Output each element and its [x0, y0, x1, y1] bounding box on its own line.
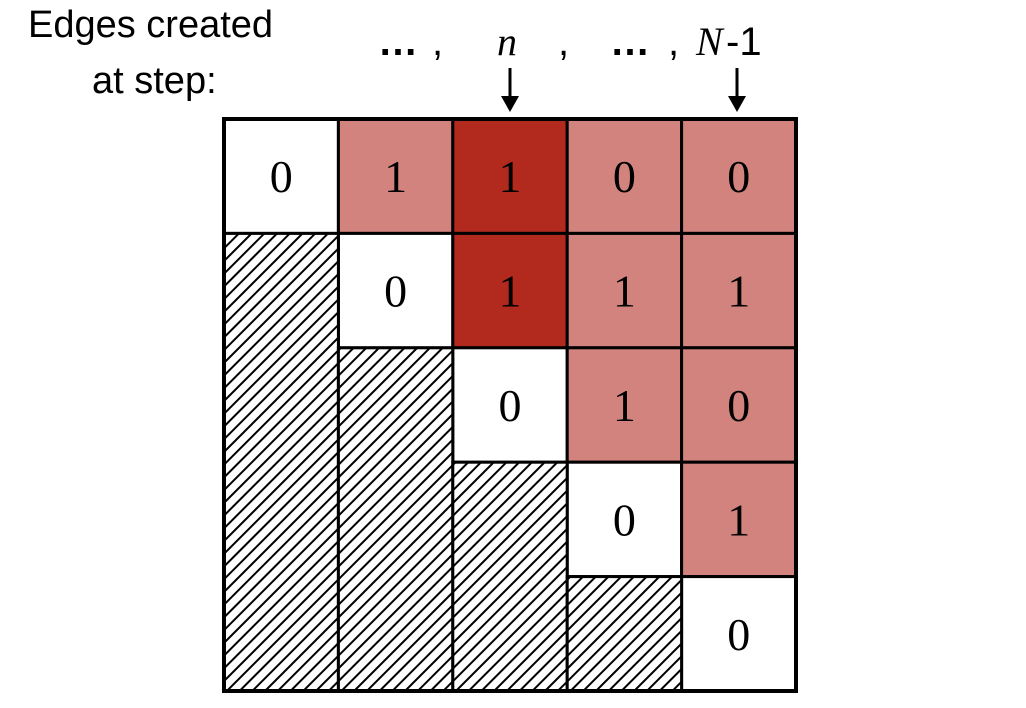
step-last-suffix: -1	[726, 20, 762, 64]
ellipsis-left: …	[378, 20, 418, 64]
matrix-cell-value: 0	[727, 380, 750, 431]
matrix-cell-value: 0	[384, 266, 407, 317]
arrow-to-step-n	[501, 68, 519, 112]
matrix-cell-r1-c4: 1	[680, 231, 798, 350]
matrix-cell-r1-c2: 1	[451, 231, 569, 350]
matrix-cell-r1-c1: 0	[336, 231, 455, 350]
matrix-cell-value: 0	[270, 151, 293, 202]
matrix-border	[222, 117, 798, 693]
matrix-cell-value: 1	[613, 266, 636, 317]
matrix-cell-r2-c4: 0	[680, 346, 798, 464]
step-last-var: N	[696, 19, 723, 64]
matrix-cell-r0-c3: 0	[565, 117, 684, 235]
matrix-cell-value: 1	[727, 494, 750, 545]
matrix-cell-value: 1	[499, 151, 522, 202]
matrix-cell-r2-c2: 0	[451, 346, 569, 464]
caption-line-2: at step:	[92, 60, 217, 102]
matrix-cell-r0-c1: 1	[336, 117, 455, 235]
step-n-label: n	[497, 19, 517, 64]
matrix-cell-value: 0	[727, 151, 750, 202]
matrix-cell-r0-c2: 1	[451, 117, 569, 235]
matrix-cell-value: 0	[613, 151, 636, 202]
hatched-region-col-1	[336, 346, 455, 693]
matrix-cell-r0-c4: 0	[680, 117, 798, 235]
hatched-region-col-0	[222, 231, 340, 693]
matrix-cell-value: 1	[499, 266, 522, 317]
matrix-cell-r1-c3: 1	[565, 231, 684, 350]
matrix-cell-r3-c3: 0	[565, 460, 684, 579]
matrix-cell-r2-c3: 1	[565, 346, 684, 464]
hatched-region-col-2	[451, 460, 569, 693]
matrix-cell-value: 1	[727, 266, 750, 317]
matrix-cell-value: 0	[613, 494, 636, 545]
hatched-region-col-3	[565, 575, 684, 693]
caption-line-1: Edges created	[28, 4, 274, 46]
matrix-cell-r0-c0: 0	[222, 117, 340, 235]
comma-1: ,	[432, 20, 444, 64]
ellipsis-right: …	[610, 20, 650, 64]
comma-2: ,	[558, 20, 570, 64]
matrix-cell-r4-c4: 0	[680, 575, 798, 693]
matrix-cell-value: 1	[613, 380, 636, 431]
matrix-cell-value: 0	[499, 380, 522, 431]
matrix-cell-r3-c4: 1	[680, 460, 798, 579]
matrix-cell-value: 1	[384, 151, 407, 202]
matrix-cell-value: 0	[727, 609, 750, 660]
comma-3: ,	[668, 20, 680, 64]
arrow-to-step-last	[728, 68, 746, 112]
